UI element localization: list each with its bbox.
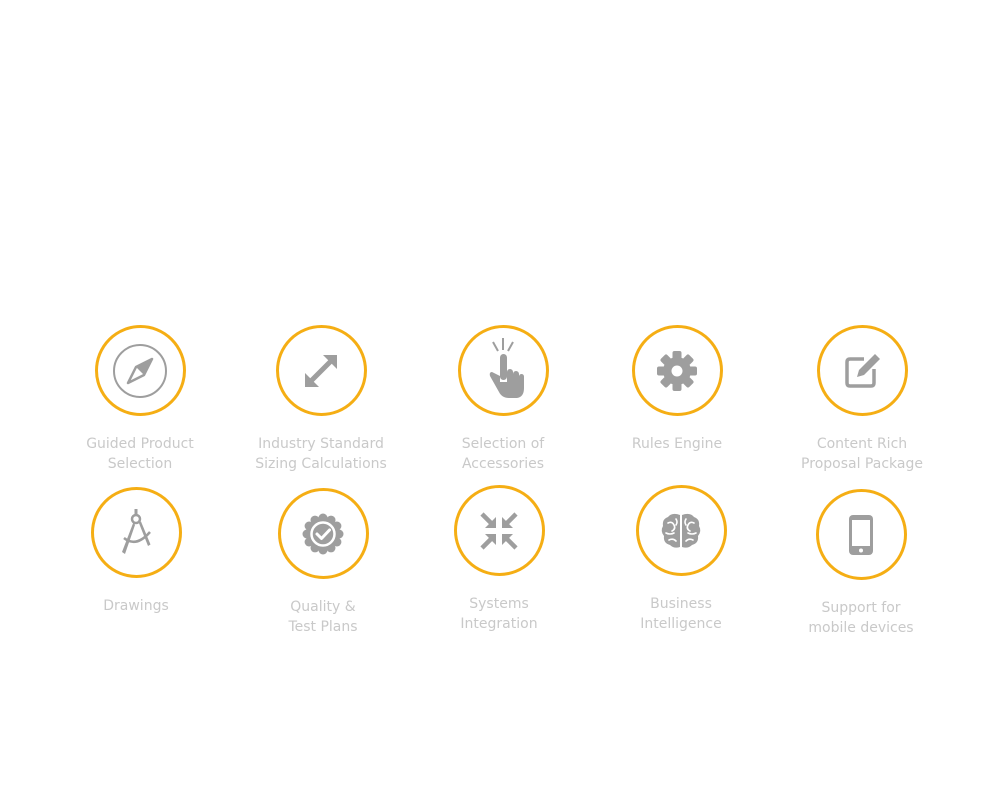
edit-icon	[845, 353, 880, 388]
feature-label-line1: Selection of	[461, 436, 545, 452]
feature-label: Selection of Accessories	[462, 434, 544, 474]
feature-label-line1: Content Rich	[816, 436, 908, 452]
feature-circle	[635, 485, 727, 576]
feature-circle	[277, 488, 369, 579]
feature-label: Business Intelligence	[640, 594, 721, 634]
feature-systems-integration: Systems Integration	[409, 485, 589, 634]
feature-circle	[815, 489, 907, 580]
compress-arrows-icon	[480, 511, 518, 550]
feature-label-line1: Systems	[469, 596, 529, 612]
feature-label: Content Rich Proposal Package	[801, 434, 923, 474]
feature-business-intelligence: Business Intelligence	[591, 485, 771, 634]
feature-circle	[275, 325, 367, 416]
brain-icon	[661, 513, 701, 548]
feature-label-line2: Accessories	[461, 456, 545, 472]
feature-selection-of-accessories: Selection of Accessories	[413, 325, 593, 474]
mobile-device-icon	[849, 514, 873, 555]
feature-label: Guided Product Selection	[86, 434, 194, 474]
feature-sizing-calculations: Industry Standard Sizing Calculations	[231, 325, 411, 474]
feature-circle	[94, 325, 186, 416]
badge-check-icon	[302, 513, 344, 554]
feature-label-line2: Test Plans	[288, 619, 358, 635]
feature-guided-product-selection: Guided Product Selection	[50, 325, 230, 474]
feature-quality-test-plans: Quality & Test Plans	[233, 488, 413, 637]
pointer-hand-icon	[489, 337, 524, 398]
feature-label-line2: mobile devices	[808, 620, 914, 636]
compass-icon	[113, 343, 167, 398]
feature-label: Rules Engine	[632, 434, 722, 454]
feature-label-line2: Sizing Calculations	[255, 456, 387, 472]
feature-rules-engine: Rules Engine	[587, 325, 767, 454]
feature-label: Industry Standard Sizing Calculations	[255, 434, 387, 474]
feature-label-line1: Support for	[821, 600, 901, 616]
feature-label-line1: Drawings	[103, 598, 169, 614]
feature-mobile-support: Support for mobile devices	[771, 489, 951, 638]
feature-label: Drawings	[103, 596, 169, 616]
feature-label-line2: Intelligence	[640, 616, 722, 632]
feature-label-line1: Business	[650, 596, 712, 612]
feature-label-line1: Quality &	[290, 599, 356, 615]
feature-label: Systems Integration	[460, 594, 537, 634]
feature-label-line2: Proposal Package	[801, 456, 923, 472]
feature-circle	[816, 325, 908, 416]
feature-label-line2: Selection	[107, 456, 173, 472]
feature-circle	[453, 485, 545, 576]
feature-label-line1: Rules Engine	[631, 436, 723, 452]
feature-label-line1: Industry Standard	[258, 436, 384, 452]
feature-circle	[631, 325, 723, 416]
feature-label-line1: Guided Product	[86, 436, 194, 452]
feature-proposal-package: Content Rich Proposal Package	[772, 325, 952, 474]
gear-icon	[657, 350, 697, 391]
drafting-compass-icon	[122, 508, 151, 554]
feature-label: Support for mobile devices	[808, 598, 913, 638]
feature-circle	[90, 487, 182, 578]
expand-arrows-icon	[305, 354, 337, 387]
feature-label-line2: Integration	[460, 616, 538, 632]
feature-drawings: Drawings	[46, 487, 226, 616]
feature-circle	[457, 325, 549, 416]
feature-label: Quality & Test Plans	[288, 597, 357, 637]
